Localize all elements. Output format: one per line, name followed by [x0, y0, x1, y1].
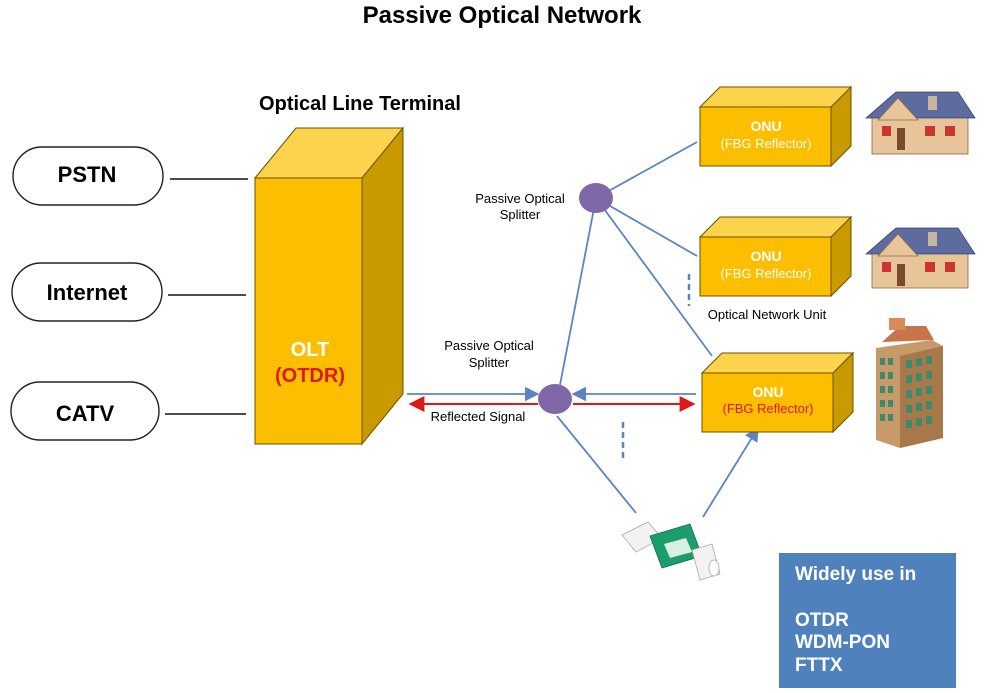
olt-heading: Optical Line Terminal — [259, 93, 461, 115]
house-icon — [864, 91, 976, 155]
usage-item-wdm-pon: WDM-PON — [795, 632, 890, 653]
usage-item-otdr: OTDR — [795, 610, 849, 631]
diagram-title: Passive Optical Network — [363, 2, 642, 29]
splitter-lower: Passive Optical Splitter — [444, 338, 572, 414]
onu-2-label: ONU — [750, 248, 781, 264]
olt-cabinet: OLT (OTDR) — [253, 126, 405, 446]
house-icon — [864, 227, 976, 289]
onu-box-3: ONU (FBG Reflector) — [700, 351, 855, 434]
splitter-upper: Passive Optical Splitter — [475, 183, 613, 222]
usage-info-box: Widely use in OTDR WDM-PON FTTX — [779, 553, 956, 688]
source-label-pstn: PSTN — [58, 162, 117, 187]
splitter-lower-line1: Passive Optical — [444, 338, 534, 353]
onu-3-label: ONU — [752, 384, 783, 400]
fiber-links — [407, 141, 759, 518]
usage-heading: Widely use in — [795, 564, 916, 585]
reflected-signal-label: Reflected Signal — [431, 409, 526, 424]
onu-3-sublabel: (FBG Reflector) — [722, 401, 813, 416]
source-node-internet: Internet — [11, 262, 163, 322]
splitter-upper-line2: Splitter — [500, 207, 541, 222]
onu-1-sublabel: (FBG Reflector) — [720, 136, 811, 151]
office-building-icon — [876, 318, 943, 448]
onu-box-1: ONU (FBG Reflector) — [698, 85, 853, 168]
source-node-catv: CATV — [10, 381, 160, 441]
splitter-lower-line2: Splitter — [469, 355, 510, 370]
source-label-catv: CATV — [56, 401, 115, 426]
olt-label: OLT — [291, 339, 330, 361]
onu-2-sublabel: (FBG Reflector) — [720, 266, 811, 281]
onu-1-label: ONU — [750, 118, 781, 134]
source-label-internet: Internet — [47, 280, 128, 305]
onu-caption: Optical Network Unit — [708, 307, 827, 322]
source-node-pstn: PSTN — [12, 146, 164, 206]
fiber-connector-icon — [621, 521, 721, 581]
olt-sublabel: (OTDR) — [275, 365, 345, 387]
splitter-upper-line1: Passive Optical — [475, 191, 565, 206]
onu-box-2: ONU (FBG Reflector) — [698, 215, 853, 298]
usage-item-fttx: FTTX — [795, 655, 843, 676]
